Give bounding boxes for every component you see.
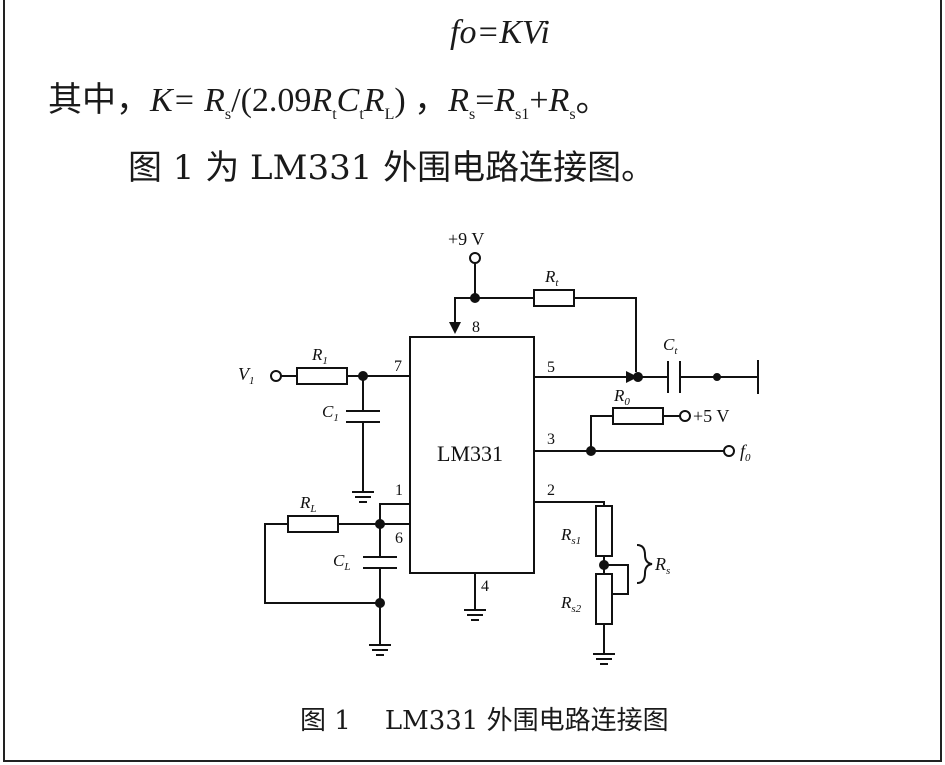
ground-icon-pin4 — [464, 609, 486, 621]
resistor-rl — [287, 515, 339, 533]
ground-icon-rs — [593, 653, 615, 665]
frac-close: ) ， — [394, 82, 449, 119]
terminal-9v — [469, 252, 481, 264]
lm331-chip — [409, 336, 535, 574]
ct-symbol: C — [336, 82, 360, 119]
node-cl — [375, 598, 385, 608]
k-prefix: 其中， — [48, 82, 150, 119]
rt-sub: t — [332, 105, 337, 123]
formula-fo: fo=KVi — [450, 14, 550, 52]
pin-6-label: 6 — [395, 530, 403, 547]
node-pin3 — [586, 446, 596, 456]
line-end: 。 — [575, 82, 610, 119]
resistor-rt — [533, 289, 575, 307]
brace-rs — [636, 544, 653, 584]
ground-icon-c1 — [352, 491, 374, 503]
supply-5v-label: +5 V — [693, 406, 729, 426]
rs1-label: Rs1 — [560, 525, 581, 547]
equals: = — [475, 82, 495, 119]
pin-7-label: 7 — [394, 358, 402, 375]
ct-label: Ct — [663, 335, 678, 357]
f0-label: f0 — [740, 441, 751, 464]
terminal-5v — [679, 410, 691, 422]
rt-label: Rt — [544, 267, 559, 289]
terminal-f0 — [723, 445, 735, 457]
formula-text: fo=KVi — [450, 14, 550, 51]
rl-label: RL — [299, 493, 317, 515]
k-definition-line: 其中，K= Rs/(2.09RtCtRL) ，Rs=Rs1+Rs。 — [48, 72, 610, 124]
k-symbol: K= — [150, 82, 205, 119]
page-frame — [3, 0, 942, 762]
rs4-sub: s — [569, 105, 576, 123]
pin-2-label: 2 — [547, 482, 555, 499]
terminal-v1 — [270, 370, 282, 382]
pin-4-label: 4 — [481, 578, 489, 595]
r1-label: R1 — [311, 345, 328, 367]
plus: + — [529, 82, 549, 119]
wire-pin1 — [379, 503, 410, 524]
chip-label: LM331 — [437, 441, 503, 466]
caption-text: LM331 外围电路连接图 — [384, 706, 669, 736]
rs3-symbol: R — [494, 82, 516, 119]
frac-open: /(2.09 — [231, 82, 312, 119]
arrow-pin5 — [626, 371, 638, 383]
arrow-pin8 — [449, 322, 461, 334]
wire-rs2-wiper — [604, 564, 629, 595]
wire-rl-loop — [264, 523, 380, 604]
rs4-symbol: R — [548, 82, 570, 119]
supply-9v-label: +9 V — [448, 229, 484, 249]
pin-8-label: 8 — [472, 319, 480, 336]
rs3-sub: s1 — [515, 105, 530, 123]
rl-sub: L — [384, 105, 395, 123]
rs2-sub: s — [468, 105, 476, 123]
pin-3-label: 3 — [547, 431, 555, 448]
wire-r0-left — [590, 415, 613, 451]
rs2-label: Rs2 — [560, 593, 582, 615]
rt-symbol: R — [311, 82, 333, 119]
rl-symbol: R — [363, 82, 385, 119]
r0-label: R0 — [613, 386, 630, 408]
resistor-rs1 — [595, 505, 613, 557]
resistor-r1 — [296, 367, 348, 385]
figure-caption: 图 1 LM331 外围电路连接图 — [300, 700, 669, 737]
figure-intro-line: 图 1 为 LM331 外围电路连接图。 — [128, 148, 656, 188]
pin-1-label: 1 — [395, 482, 403, 499]
pin-5-label: 5 — [547, 359, 555, 376]
v1-label: V1 — [238, 364, 255, 387]
wire-pin2 — [534, 501, 605, 506]
wire-pin8 — [454, 297, 475, 330]
rs-sub: s — [224, 105, 232, 123]
rs2-symbol: R — [448, 82, 469, 119]
resistor-r0 — [612, 407, 664, 425]
ct-sub: t — [359, 105, 364, 123]
c1-label: C1 — [322, 402, 339, 424]
caption-number: 图 1 — [300, 706, 351, 736]
cl-label: CL — [333, 551, 350, 573]
rs-label: Rs — [654, 554, 670, 577]
node-ct-right — [713, 373, 721, 381]
ground-icon-cl — [369, 644, 391, 656]
rs-symbol: R — [204, 82, 225, 119]
wire-rt-right — [574, 297, 637, 372]
resistor-rs2 — [595, 573, 613, 625]
